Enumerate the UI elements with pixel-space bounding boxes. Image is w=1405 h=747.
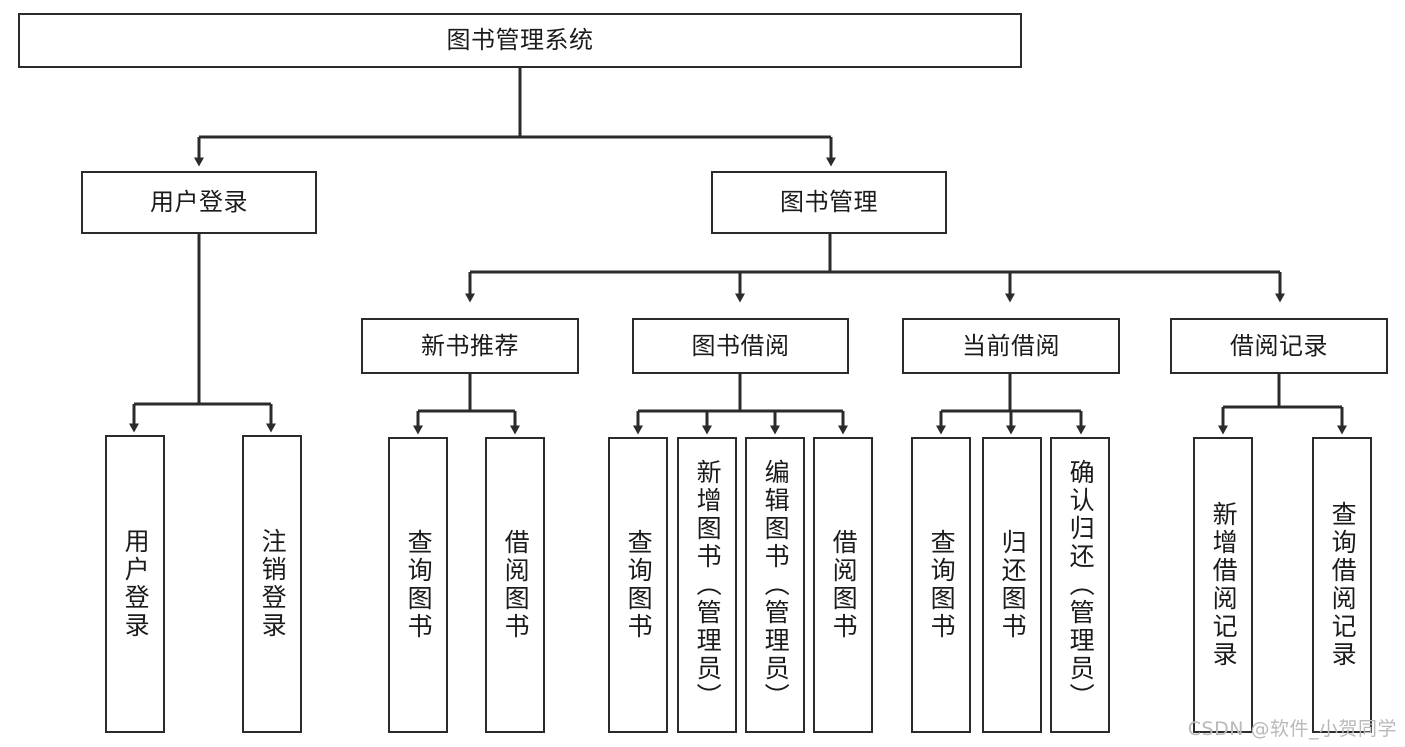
node-book-borrowing[interactable]: 图书借阅 bbox=[632, 318, 849, 374]
node-current-borrowing[interactable]: 当前借阅 bbox=[902, 318, 1120, 374]
leaf-user-login[interactable]: 用户登录 bbox=[105, 435, 165, 733]
watermark-text: CSDN @软件_小贺同学 bbox=[1187, 718, 1397, 740]
leaf-return-book[interactable]: 归还图书 bbox=[982, 437, 1042, 733]
node-label: 用户登录 bbox=[150, 188, 248, 217]
leaf-add-borrow-record[interactable]: 新增借阅记录 bbox=[1193, 437, 1253, 733]
node-label: 确认归还（管理员） bbox=[1066, 459, 1096, 711]
leaf-query-book-current[interactable]: 查询图书 bbox=[911, 437, 971, 733]
node-label: 用户登录 bbox=[121, 528, 151, 640]
node-new-book-recommendation[interactable]: 新书推荐 bbox=[361, 318, 579, 374]
leaf-query-book-new[interactable]: 查询图书 bbox=[388, 437, 448, 733]
node-label: 当前借阅 bbox=[962, 331, 1060, 360]
node-label: 新书推荐 bbox=[421, 331, 519, 360]
node-label: 图书管理系统 bbox=[446, 26, 594, 55]
node-label: 注销登录 bbox=[258, 528, 288, 640]
leaf-add-book-admin[interactable]: 新增图书（管理员） bbox=[677, 437, 737, 733]
node-label: 查询图书 bbox=[927, 529, 957, 641]
leaf-confirm-return-admin[interactable]: 确认归还（管理员） bbox=[1050, 437, 1110, 733]
node-label: 借阅图书 bbox=[501, 529, 531, 641]
node-label: 归还图书 bbox=[998, 529, 1028, 641]
node-label: 新增图书（管理员） bbox=[693, 459, 723, 711]
node-label: 图书借阅 bbox=[691, 331, 790, 360]
node-book-management[interactable]: 图书管理 bbox=[711, 171, 947, 234]
node-borrowing-records[interactable]: 借阅记录 bbox=[1170, 318, 1388, 374]
leaf-borrow-book-new[interactable]: 借阅图书 bbox=[485, 437, 545, 733]
leaf-logout[interactable]: 注销登录 bbox=[242, 435, 302, 733]
node-label: 借阅记录 bbox=[1230, 331, 1328, 360]
node-root-system[interactable]: 图书管理系统 bbox=[18, 13, 1022, 68]
leaf-query-book-borrow[interactable]: 查询图书 bbox=[608, 437, 668, 733]
leaf-borrow-book[interactable]: 借阅图书 bbox=[813, 437, 873, 733]
node-label: 新增借阅记录 bbox=[1209, 501, 1239, 669]
node-label: 借阅图书 bbox=[829, 529, 859, 641]
leaf-edit-book-admin[interactable]: 编辑图书（管理员） bbox=[745, 437, 805, 733]
node-label: 查询图书 bbox=[624, 529, 654, 641]
node-user-login[interactable]: 用户登录 bbox=[81, 171, 317, 234]
node-label: 图书管理 bbox=[780, 188, 878, 217]
node-label: 查询借阅记录 bbox=[1328, 501, 1358, 669]
node-label: 查询图书 bbox=[404, 529, 434, 641]
node-label: 编辑图书（管理员） bbox=[761, 459, 791, 711]
leaf-query-borrow-record[interactable]: 查询借阅记录 bbox=[1312, 437, 1372, 733]
